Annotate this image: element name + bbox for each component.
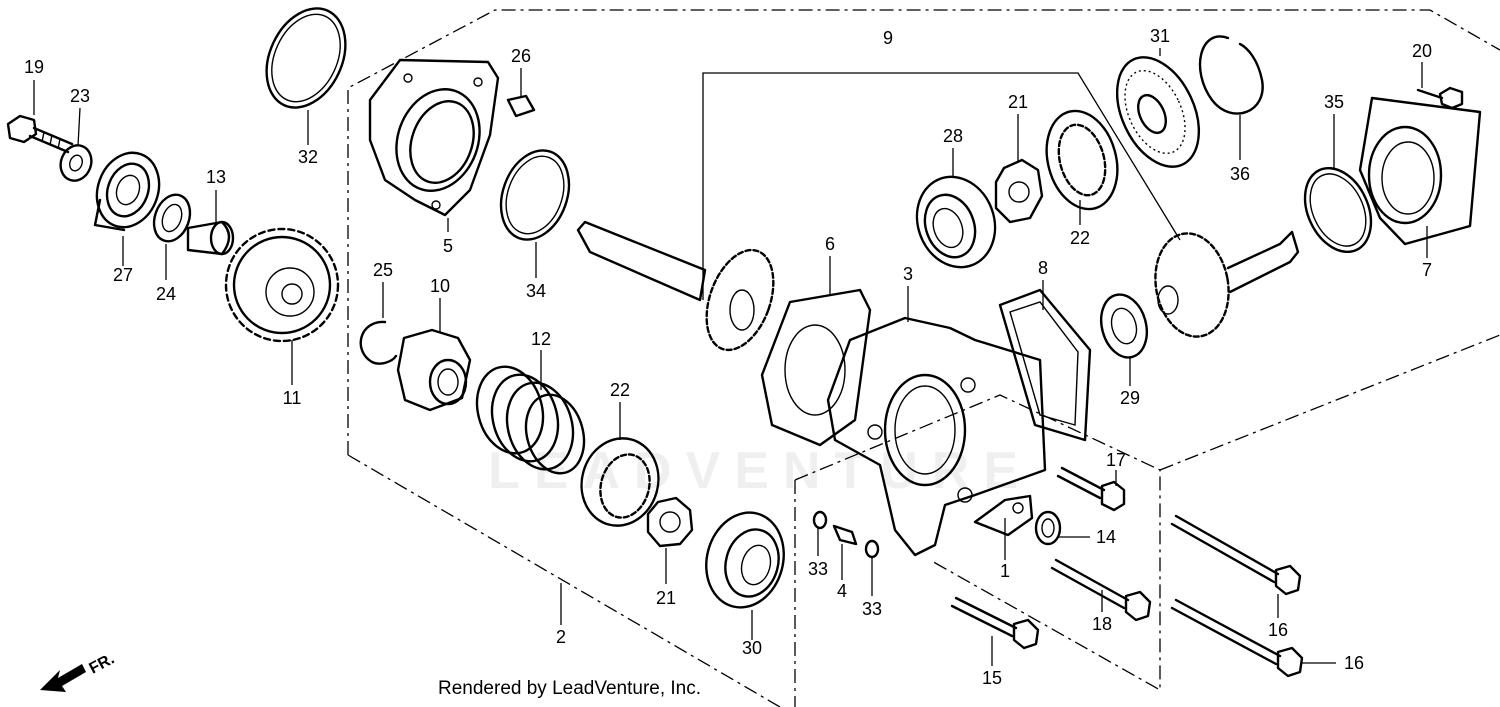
leader-lines: [33, 48, 1428, 666]
callout-14: 14: [1096, 527, 1116, 547]
part-13-bushing[interactable]: [186, 220, 235, 256]
part-36-snap-ring[interactable]: [1198, 35, 1264, 115]
callout-10: 10: [430, 276, 450, 296]
part-4-nipple[interactable]: [832, 524, 858, 546]
callout-25: 25: [373, 260, 393, 280]
front-direction-arrow: FR.: [40, 650, 117, 692]
part-30-bearing[interactable]: [696, 504, 794, 616]
part-7-cover[interactable]: [1358, 96, 1482, 246]
part-11-gear[interactable]: [224, 227, 340, 343]
callout-34: 34: [526, 281, 546, 301]
part-33-washer-upper[interactable]: [812, 510, 828, 530]
callout-16-lower: 16: [1344, 653, 1364, 673]
assembly-boundary-bottom: [347, 454, 781, 707]
part-20-bolt[interactable]: [1416, 86, 1464, 110]
part-10-cam[interactable]: [396, 328, 472, 412]
part-28-bearing[interactable]: [905, 166, 1008, 278]
callout-20: 20: [1412, 41, 1432, 61]
part-18-bolt[interactable]: [1050, 558, 1152, 622]
callout-29: 29: [1120, 388, 1140, 408]
part-17-bolt[interactable]: [1056, 466, 1126, 512]
part-25-circlip[interactable]: [359, 320, 398, 365]
part-35-oring[interactable]: [1292, 157, 1384, 262]
part-24-washer[interactable]: [148, 190, 196, 247]
part-31-seal[interactable]: [1101, 44, 1215, 180]
assembly-boundary-left: [347, 9, 1500, 455]
callout-11: 11: [283, 388, 302, 408]
part-22-cam-ring-upper[interactable]: [1036, 103, 1128, 217]
part-9-ring-gear[interactable]: [1148, 228, 1300, 343]
callout-9: 9: [883, 28, 893, 48]
part-32-oring[interactable]: [251, 0, 360, 120]
callout-22-lower: 22: [610, 380, 630, 400]
callout-13: 13: [206, 167, 226, 187]
callout-18: 18: [1092, 614, 1112, 634]
part-21-lock-nut-upper[interactable]: [994, 158, 1044, 224]
callout-30: 30: [742, 638, 762, 658]
part-1-bracket[interactable]: [973, 494, 1034, 537]
part-8-gasket[interactable]: [998, 288, 1092, 442]
part-12-spring[interactable]: [468, 359, 593, 480]
callout-2: 2: [556, 627, 566, 647]
callout-26: 26: [511, 46, 531, 66]
part-3-gear-case[interactable]: [826, 316, 1047, 557]
part-34-oring[interactable]: [489, 141, 581, 249]
callout-36: 36: [1230, 164, 1250, 184]
part-27-bearing[interactable]: [87, 144, 169, 236]
part-26-dowel-pin[interactable]: [506, 94, 536, 118]
part-16-bolt-upper[interactable]: [1170, 514, 1302, 596]
callout-7: 7: [1422, 260, 1432, 280]
assembly-9-bracket: [702, 72, 1181, 300]
render-credit: Rendered by LeadVenture, Inc.: [438, 678, 702, 699]
part-15-bolt[interactable]: [950, 596, 1040, 650]
part-16-bolt-lower[interactable]: [1170, 598, 1304, 678]
callout-5: 5: [443, 236, 453, 256]
callout-15: 15: [982, 668, 1002, 688]
callout-8: 8: [1038, 258, 1048, 278]
callout-35: 35: [1324, 92, 1344, 112]
callout-21-lower: 21: [656, 588, 676, 608]
part-19-bolt[interactable]: [6, 114, 74, 154]
callout-19: 19: [24, 57, 44, 77]
part-9-pinion-shaft[interactable]: [576, 220, 786, 359]
part-22-cam-ring-lower[interactable]: [572, 430, 668, 535]
callout-21-upper: 21: [1008, 92, 1028, 112]
callout-28: 28: [943, 126, 963, 146]
callout-33-lower: 33: [862, 599, 882, 619]
callout-1: 1: [1000, 561, 1010, 581]
callout-16-upper: 16: [1268, 620, 1288, 640]
callout-31: 31: [1150, 26, 1170, 46]
part-23-washer[interactable]: [56, 141, 97, 185]
arrow-icon: [40, 664, 86, 692]
part-6-gasket[interactable]: [760, 288, 872, 447]
callout-32: 32: [298, 147, 318, 167]
watermark: LEADVENTURE: [488, 442, 1032, 500]
part-29-bearing[interactable]: [1094, 289, 1153, 362]
callout-33-upper: 33: [808, 559, 828, 579]
callout-3: 3: [903, 264, 913, 284]
callout-24: 24: [156, 284, 176, 304]
part-14-seal[interactable]: [1034, 510, 1062, 546]
part-33-washer-lower[interactable]: [864, 539, 880, 559]
callout-4: 4: [837, 581, 847, 601]
callout-12: 12: [531, 329, 551, 349]
callout-labels: 19 23 27 24 13 11 32 5 26 34 25 10 12 22…: [24, 26, 1432, 688]
callout-23: 23: [70, 86, 90, 106]
assembly-boundary-right-outer: [1159, 334, 1500, 471]
callout-22-upper: 22: [1070, 228, 1090, 248]
callout-27: 27: [113, 265, 133, 285]
front-direction-label: FR.: [87, 650, 118, 677]
callout-6: 6: [825, 234, 835, 254]
callout-17: 17: [1106, 450, 1126, 470]
part-5-housing[interactable]: [368, 58, 500, 217]
part-21-lock-nut-lower[interactable]: [646, 496, 694, 548]
